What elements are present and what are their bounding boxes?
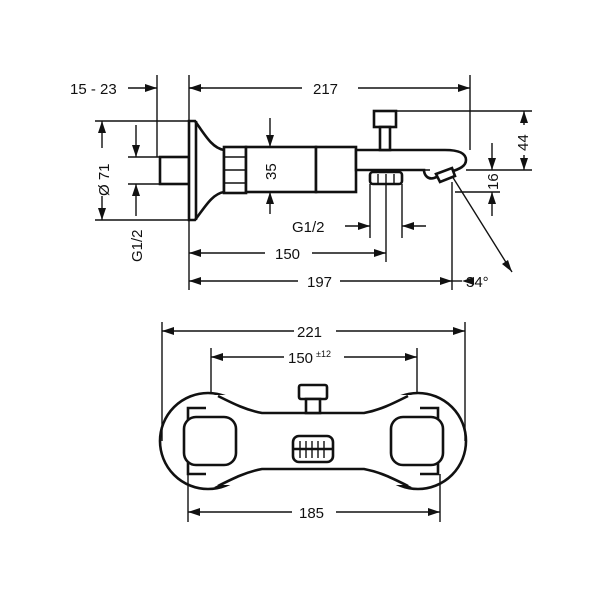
label-centers: 150 bbox=[288, 350, 313, 367]
front-diverter-stem bbox=[304, 397, 322, 415]
dimension-overall-width: 221 bbox=[161, 322, 466, 441]
dimension-diverter-height: 44 bbox=[396, 110, 534, 171]
dimension-body-width: 185 bbox=[187, 474, 441, 522]
spout-outlet bbox=[434, 166, 457, 184]
dimension-centers: 150 ±12 bbox=[210, 348, 418, 394]
mixer-handle-body bbox=[314, 145, 358, 194]
label-centers-tolerance: ±12 bbox=[316, 349, 331, 359]
label-body-height: 35 bbox=[263, 163, 280, 180]
label-diverter-height: 44 bbox=[515, 134, 532, 151]
label-body-width: 185 bbox=[299, 505, 324, 522]
dimension-flange-diameter: Ø 71 bbox=[90, 120, 189, 221]
label-outlet-height: 16 bbox=[485, 173, 502, 190]
dimension-outlet-height: 16 bbox=[455, 143, 502, 216]
side-view: 15 - 23 217 Ø 71 G1/2 bbox=[70, 75, 534, 291]
front-diverter-knob bbox=[297, 383, 329, 401]
label-spout-length: 217 bbox=[313, 81, 338, 98]
mixer-body bbox=[244, 145, 318, 194]
label-spout-angle: 34° bbox=[466, 274, 489, 291]
label-overall-width: 221 bbox=[297, 324, 322, 341]
bath-spout bbox=[354, 148, 468, 180]
right-handle bbox=[389, 415, 445, 467]
front-view: 221 150 ±12 185 bbox=[158, 322, 468, 522]
dimension-outlet-thread: G1/2 bbox=[292, 184, 426, 238]
wall-connector bbox=[158, 155, 191, 186]
dimension-inlet-thread: G1/2 bbox=[128, 125, 160, 262]
label-outlet-thread: G1/2 bbox=[292, 219, 325, 236]
dimension-spout-angle: 34° bbox=[451, 175, 513, 291]
label-inlet-thread: G1/2 bbox=[129, 229, 146, 262]
dimension-body-height: 35 bbox=[263, 118, 280, 214]
label-overall-length: 197 bbox=[307, 274, 332, 291]
dimension-overall-length: 197 bbox=[189, 182, 453, 291]
label-flange-diameter: Ø 71 bbox=[96, 163, 113, 196]
wall-flange bbox=[187, 119, 226, 222]
label-inlet-to-outlet: 150 bbox=[275, 246, 300, 263]
left-handle bbox=[182, 415, 238, 467]
diverter-stem bbox=[378, 125, 392, 152]
dimension-inlet-to-outlet: 150 bbox=[188, 184, 387, 290]
dimension-spout-length: 217 bbox=[189, 75, 471, 150]
label-wall-offset: 15 - 23 bbox=[70, 81, 117, 98]
diverter-knob bbox=[372, 109, 398, 129]
